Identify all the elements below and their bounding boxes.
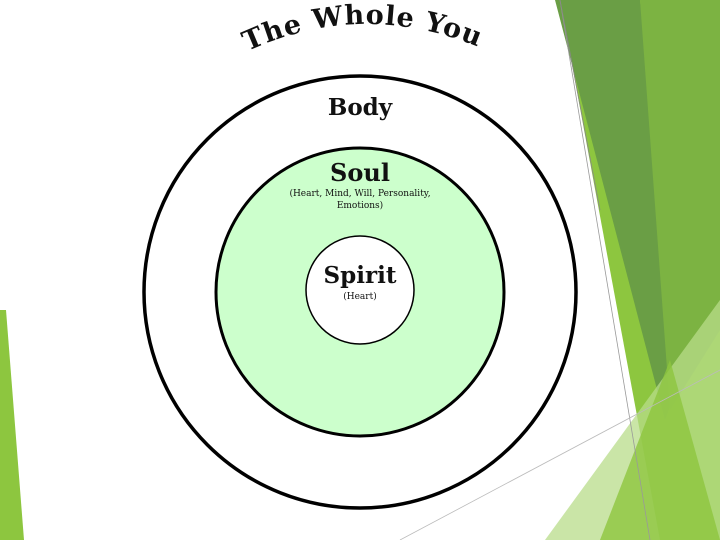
deco-line-1 [559,0,651,540]
diagram-title: The Whole You [238,0,487,58]
spirit-label: Spirit [323,262,397,289]
deco-shape-bottom [600,360,720,540]
spirit-ring [305,235,415,345]
deco-shape-left [0,310,24,540]
decorative-green-shapes [399,0,720,540]
soul-label: Soul [330,158,390,187]
spirit-sublabel: (Heart) [343,292,377,302]
deco-shape-mid [640,0,720,410]
deco-line-2 [399,369,720,540]
body-label: Body [327,94,393,121]
soul-sublabel: (Heart, Mind, Will, Personality, Emotion… [289,189,431,211]
deco-line-3 [559,0,601,211]
